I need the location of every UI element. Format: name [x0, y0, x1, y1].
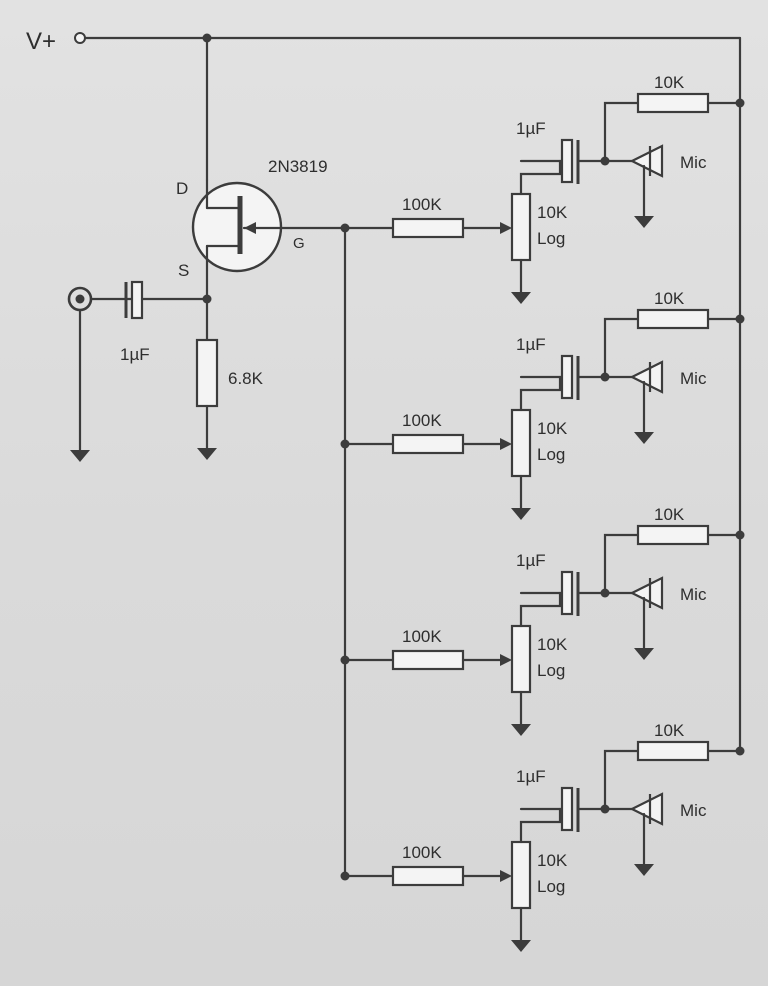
wiper-arrow-icon	[500, 870, 512, 882]
series-res-label: 100K	[402, 843, 442, 862]
mic-label: Mic	[680, 153, 707, 172]
ground-icon	[197, 448, 217, 460]
channel-1: 100K 10K Log 1µF 10K Mic	[340, 73, 745, 304]
bias-resistor-icon	[636, 740, 710, 762]
pot-type-label: Log	[537, 661, 565, 680]
input-capacitor-icon	[130, 280, 144, 320]
pot-top-wire	[519, 159, 562, 196]
pot-type-label: Log	[537, 445, 565, 464]
bias-wire	[603, 749, 640, 811]
cap-label: 1µF	[516, 767, 546, 786]
channel-3: 100K 10K Log 1µF 10K Mic	[340, 505, 745, 736]
microphone-icon	[629, 144, 664, 178]
junction-dot	[735, 98, 745, 108]
pot-value-label: 10K	[537, 419, 568, 438]
channel-4: 100K 10K Log 1µF 10K Mic	[340, 721, 745, 952]
series-res-label: 100K	[402, 195, 442, 214]
gate-label: G	[293, 235, 305, 252]
ground-icon	[511, 724, 531, 736]
bias-res-label: 10K	[654, 505, 685, 524]
series-resistor-icon	[391, 865, 465, 887]
vplus-label: V+	[26, 28, 56, 55]
potentiometer-icon	[510, 408, 532, 478]
transistor-label: 2N3819	[268, 157, 328, 176]
cap-label: 1µF	[516, 119, 546, 138]
pot-top-wire	[519, 807, 562, 844]
ground-icon	[511, 292, 531, 304]
bias-res-label: 10K	[654, 721, 685, 740]
junction-dot	[735, 530, 745, 540]
ground-icon	[634, 432, 654, 444]
pot-top-wire	[519, 591, 562, 628]
potentiometer-icon	[510, 840, 532, 910]
bias-resistor-icon	[636, 524, 710, 546]
pot-value-label: 10K	[537, 635, 568, 654]
input-cap-label: 1µF	[120, 345, 150, 364]
coupling-capacitor-icon	[560, 786, 574, 832]
bias-wire	[603, 533, 640, 595]
series-res-label: 100K	[402, 411, 442, 430]
coupling-capacitor-icon	[560, 570, 574, 616]
coupling-capacitor-icon	[560, 138, 574, 184]
potentiometer-icon	[510, 192, 532, 262]
microphone-icon	[629, 792, 664, 826]
pot-type-label: Log	[537, 229, 565, 248]
pot-top-wire	[519, 375, 562, 412]
ground-icon	[70, 450, 90, 462]
drain-label: D	[176, 179, 188, 198]
potentiometer-icon	[510, 624, 532, 694]
series-resistor-icon	[391, 649, 465, 671]
bias-wire	[603, 101, 640, 163]
mic-label: Mic	[680, 585, 707, 604]
source-label: S	[178, 261, 189, 280]
ground-icon	[511, 508, 531, 520]
ground-icon	[634, 216, 654, 228]
cap-label: 1µF	[516, 551, 546, 570]
source-res-label: 6.8K	[228, 369, 264, 388]
bias-res-label: 10K	[654, 289, 685, 308]
bias-resistor-icon	[636, 92, 710, 114]
wiper-arrow-icon	[500, 438, 512, 450]
input-jack-center	[75, 294, 85, 304]
gate-arrow	[244, 222, 256, 234]
mic-label: Mic	[680, 369, 707, 388]
wiper-arrow-icon	[500, 654, 512, 666]
pot-value-label: 10K	[537, 203, 568, 222]
ground-icon	[634, 648, 654, 660]
series-resistor-icon	[391, 217, 465, 239]
series-resistor-icon	[391, 433, 465, 455]
supply-rail: V+	[26, 28, 742, 754]
junction-dot	[735, 314, 745, 324]
ground-icon	[511, 940, 531, 952]
junction-dot	[735, 746, 745, 756]
bias-res-label: 10K	[654, 73, 685, 92]
source-resistor-icon	[195, 338, 219, 408]
coupling-capacitor-icon	[560, 354, 574, 400]
pot-value-label: 10K	[537, 851, 568, 870]
bias-wire	[603, 317, 640, 379]
pot-type-label: Log	[537, 877, 565, 896]
channel-2: 100K 10K Log 1µF 10K Mic	[340, 289, 745, 520]
microphone-icon	[629, 576, 664, 610]
mic-label: Mic	[680, 801, 707, 820]
ground-icon	[634, 864, 654, 876]
wiper-arrow-icon	[500, 222, 512, 234]
series-res-label: 100K	[402, 627, 442, 646]
vplus-terminal	[74, 32, 86, 44]
microphone-icon	[629, 360, 664, 394]
bias-resistor-icon	[636, 308, 710, 330]
cap-label: 1µF	[516, 335, 546, 354]
jfet-stage: 2N3819 D S G 1µF 6.8K	[67, 36, 347, 874]
